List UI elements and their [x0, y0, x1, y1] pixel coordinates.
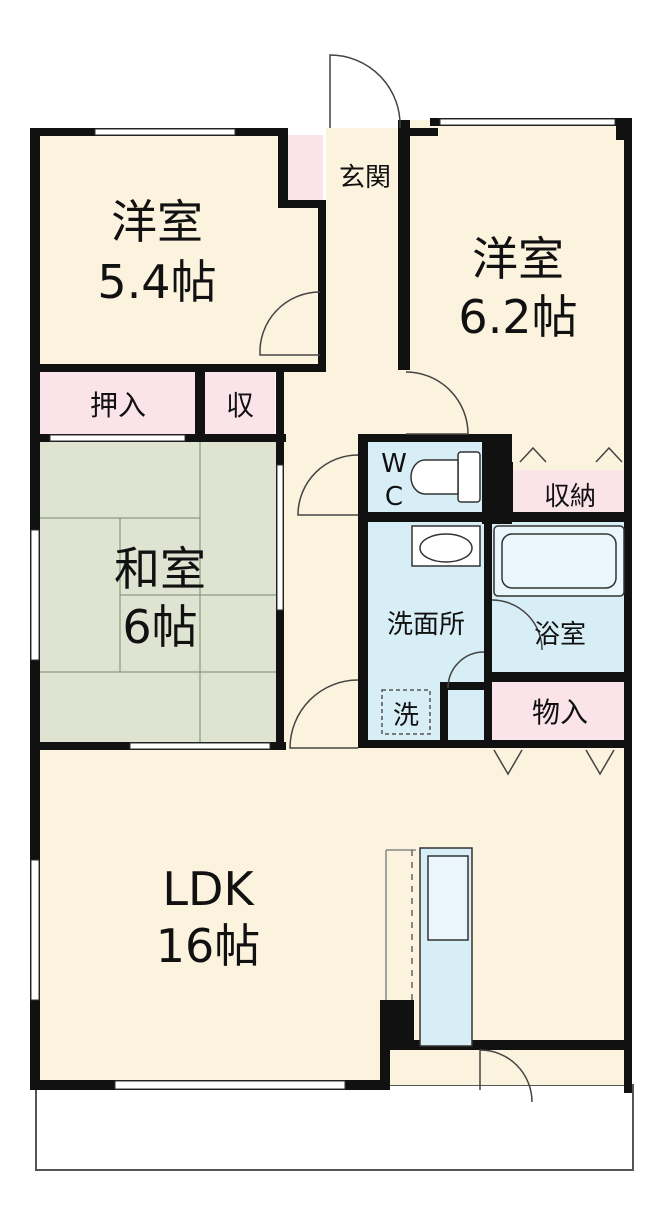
door-swing-icon: [259, 54, 543, 1103]
room-japanese-floor: [40, 440, 281, 745]
western-a-name: 洋室: [111, 195, 203, 249]
tatami-lines: [40, 440, 281, 745]
store-room-area: [490, 682, 628, 742]
windows: [30, 118, 616, 1090]
washer-label: 洗: [393, 701, 419, 731]
room-western-a-floor: [36, 130, 281, 366]
sink-icon: [411, 525, 481, 567]
closet-small-label: 収: [226, 389, 254, 422]
bath-label: 浴室: [534, 620, 586, 650]
entrance-storage-area: [283, 135, 323, 208]
hallway-floor-upper: [281, 360, 511, 435]
ldk-name: LDK: [162, 862, 255, 916]
japanese-name: 和室: [114, 542, 206, 596]
washer-box: [381, 689, 431, 735]
washroom-label: 洗面所: [387, 610, 465, 640]
western-a-size: 5.4帖: [97, 255, 216, 309]
bathtub-icon: [493, 525, 625, 597]
storage-area: [513, 470, 628, 518]
oshiire-area: [40, 370, 195, 435]
toilet-icon: [410, 451, 481, 503]
balcony: [35, 1084, 634, 1171]
wc-w-label: W: [381, 449, 407, 479]
oshiire-label: 押入: [90, 389, 146, 422]
ldk-size: 16帖: [156, 919, 261, 973]
entrance-label: 玄関: [339, 163, 391, 193]
storage-label: 収納: [544, 482, 596, 512]
store-room-label: 物入: [532, 696, 588, 729]
western-b-size: 6.2帖: [458, 290, 577, 344]
closet-door-marks: [493, 446, 623, 776]
closet-small-area: [205, 370, 275, 435]
kitchen-counter-icon: [385, 847, 473, 1047]
wc-c-label: C: [385, 482, 403, 512]
entrance-floor: [326, 128, 406, 208]
japanese-size: 6帖: [122, 600, 197, 654]
ldk-floor-right: [490, 745, 630, 1050]
western-b-name: 洋室: [472, 232, 564, 286]
